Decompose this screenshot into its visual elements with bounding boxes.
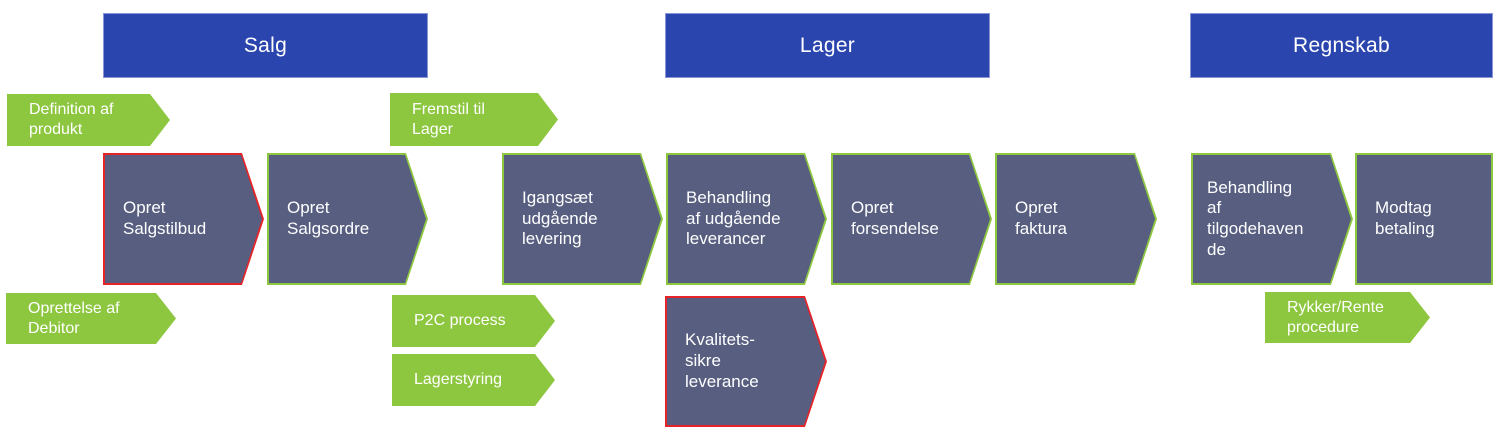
- step-label: Kvalitets- sikre leverance: [667, 298, 825, 425]
- step-opret-salgstilbud: Opret Salgstilbud: [103, 153, 264, 285]
- section-header-regnskab: Regnskab: [1190, 13, 1493, 78]
- step-label: Igangsæt udgående levering: [504, 155, 661, 283]
- step-opret-forsendelse: Opret forsendelse: [831, 153, 992, 285]
- tag-oprettelse-af-debitor: Oprettelse af Debitor: [6, 293, 176, 344]
- tag-lagerstyring: Lagerstyring: [392, 354, 555, 406]
- tag-rykker-rente-procedure: Rykker/Rente procedure: [1265, 292, 1430, 343]
- step-kvalitetssikre-leverance: Kvalitets- sikre leverance: [665, 296, 827, 427]
- section-header-salg: Salg: [103, 13, 428, 78]
- step-label: Opret faktura: [997, 155, 1155, 283]
- step-label: Opret Salgstilbud: [105, 155, 262, 283]
- step-opret-salgsordre: Opret Salgsordre: [267, 153, 428, 285]
- step-modtag-betaling: Modtag betaling: [1355, 153, 1493, 285]
- step-label: Behandling af udgående leverancer: [668, 155, 825, 283]
- step-label: Opret Salgsordre: [269, 155, 426, 283]
- step-behandling-af-tilgodehavende: Behandling af tilgodehaven de: [1191, 153, 1353, 285]
- step-igangsaet-udgaaende-levering: Igangsæt udgående levering: [502, 153, 663, 285]
- tag-p2c-process: P2C process: [392, 295, 555, 347]
- step-label: Opret forsendelse: [833, 155, 990, 283]
- tag-fremstil-til-lager: Fremstil til Lager: [390, 93, 558, 146]
- step-behandling-af-udgaaende-leverancer: Behandling af udgående leverancer: [666, 153, 827, 285]
- section-header-lager: Lager: [665, 13, 990, 78]
- step-opret-faktura: Opret faktura: [995, 153, 1157, 285]
- tag-definition-af-produkt: Definition af produkt: [7, 94, 170, 146]
- step-label: Behandling af tilgodehaven de: [1193, 155, 1351, 283]
